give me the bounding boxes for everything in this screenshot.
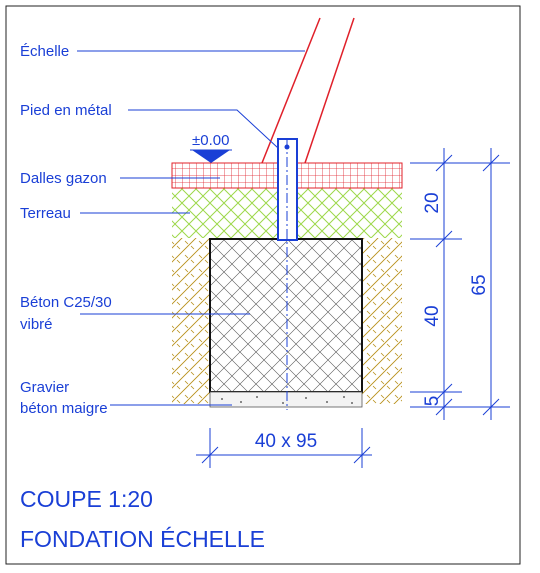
ladder-rail-left bbox=[261, 17, 321, 164]
horizontal-dimension bbox=[196, 428, 372, 468]
level-marker-icon bbox=[192, 150, 230, 163]
ladder-rail-right bbox=[304, 17, 355, 164]
dim-5: 5 bbox=[422, 396, 443, 407]
dim-65: 65 bbox=[469, 274, 490, 295]
gravel-dots bbox=[221, 396, 353, 404]
earth-left bbox=[172, 238, 210, 404]
label-beton-1: Béton C25/30 bbox=[20, 294, 112, 311]
gravel-layer bbox=[209, 391, 363, 408]
label-gravier-2: béton maigre bbox=[20, 400, 108, 417]
label-beton-2: vibré bbox=[20, 316, 53, 333]
leader-lines bbox=[77, 50, 305, 406]
drawing-frame bbox=[5, 5, 521, 565]
dim-width: 40 x 95 bbox=[255, 431, 317, 452]
label-gravier-1: Gravier bbox=[20, 379, 69, 396]
label-echelle: Échelle bbox=[20, 43, 69, 60]
label-terreau: Terreau bbox=[20, 205, 71, 222]
label-pied: Pied en métal bbox=[20, 102, 112, 119]
dim-40: 40 bbox=[422, 305, 443, 326]
level-label: ±0.00 bbox=[192, 132, 229, 149]
concrete-block bbox=[209, 238, 363, 393]
vertical-dimensions bbox=[410, 148, 510, 420]
title-line-1: COUPE 1:20 bbox=[20, 486, 153, 512]
label-dalles: Dalles gazon bbox=[20, 170, 107, 187]
earth-right bbox=[362, 238, 402, 404]
title-line-2: FONDATION ÉCHELLE bbox=[20, 526, 265, 552]
dim-20: 20 bbox=[422, 192, 443, 213]
